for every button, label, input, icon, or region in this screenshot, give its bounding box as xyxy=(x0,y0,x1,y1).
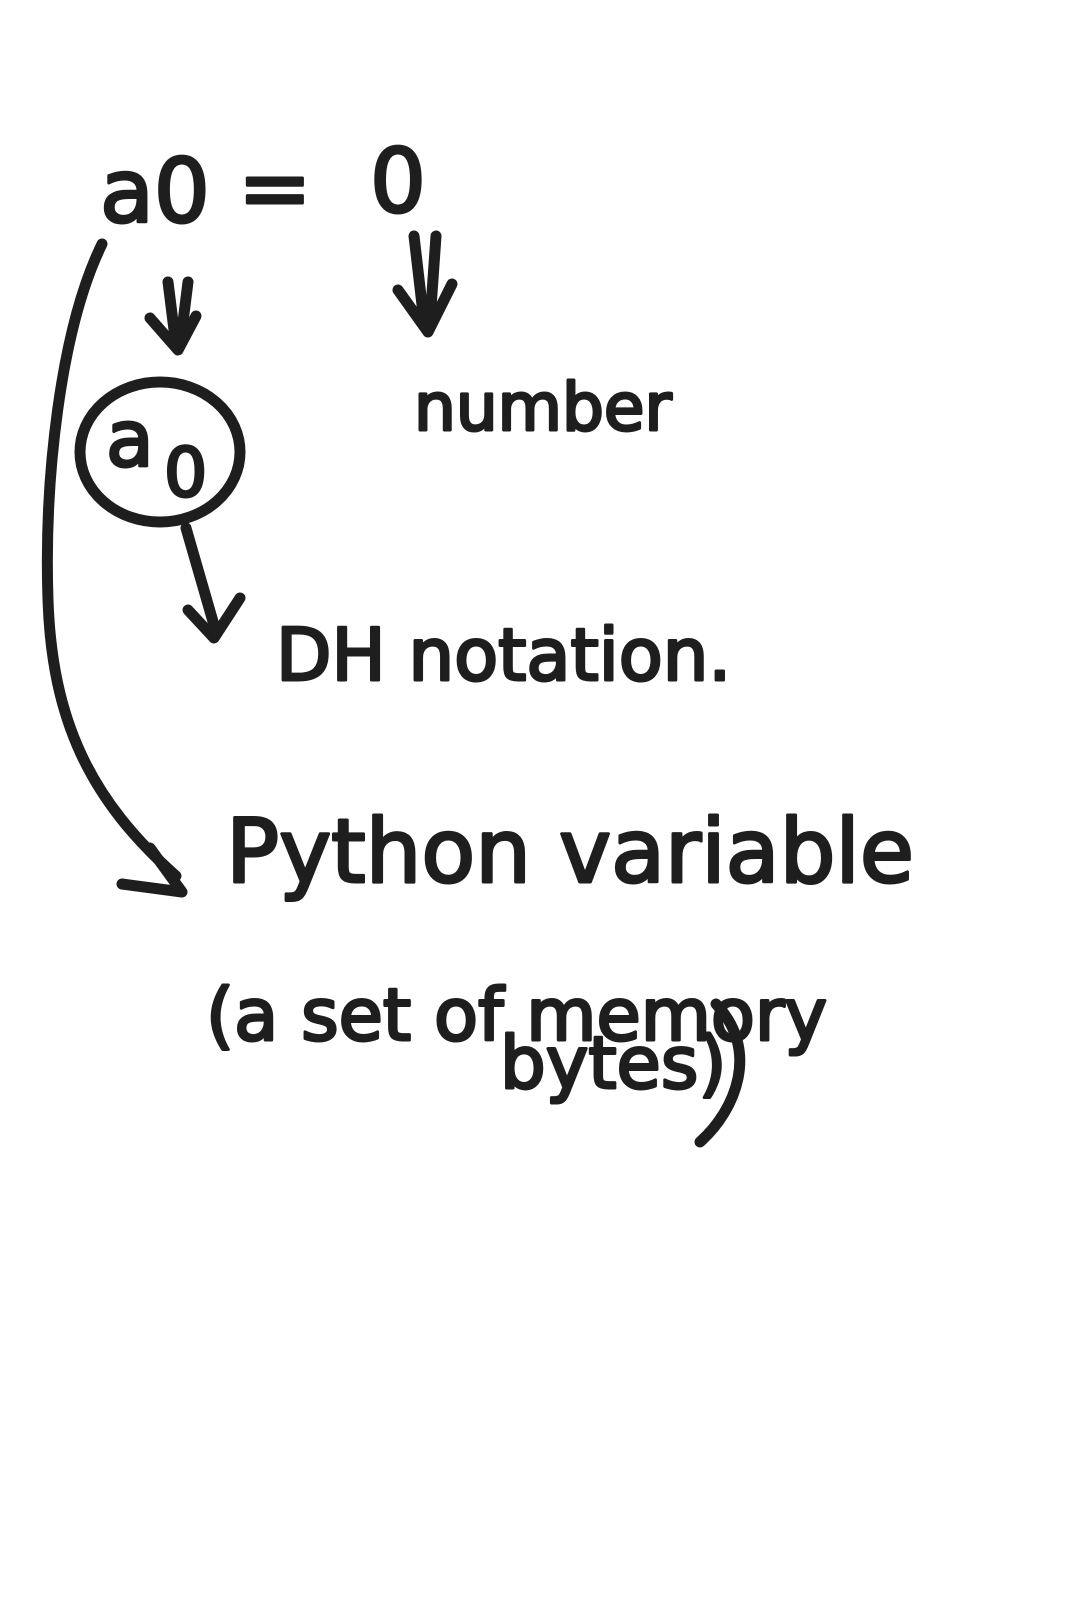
memory-note-line2: bytes) xyxy=(500,1021,726,1105)
curved-arrow-to-python-variable xyxy=(41,238,188,898)
expression-rhs: 0 xyxy=(370,130,426,233)
expression-equals: = xyxy=(238,136,312,239)
expression-lhs: a0 xyxy=(100,140,210,243)
closing-paren-stroke xyxy=(694,998,746,1148)
python-variable-label: Python variable xyxy=(226,800,914,903)
circled-subscript-symbol: a 0 xyxy=(74,376,246,528)
dh-notation-label: DH notation. xyxy=(276,613,731,697)
arrow-to-dh-notation xyxy=(180,522,246,644)
symbol-base: a xyxy=(106,395,154,485)
symbol-subscript: 0 xyxy=(164,434,207,513)
double-arrow-left xyxy=(144,276,202,356)
number-label: number xyxy=(414,369,672,446)
double-arrow-right xyxy=(392,230,458,338)
